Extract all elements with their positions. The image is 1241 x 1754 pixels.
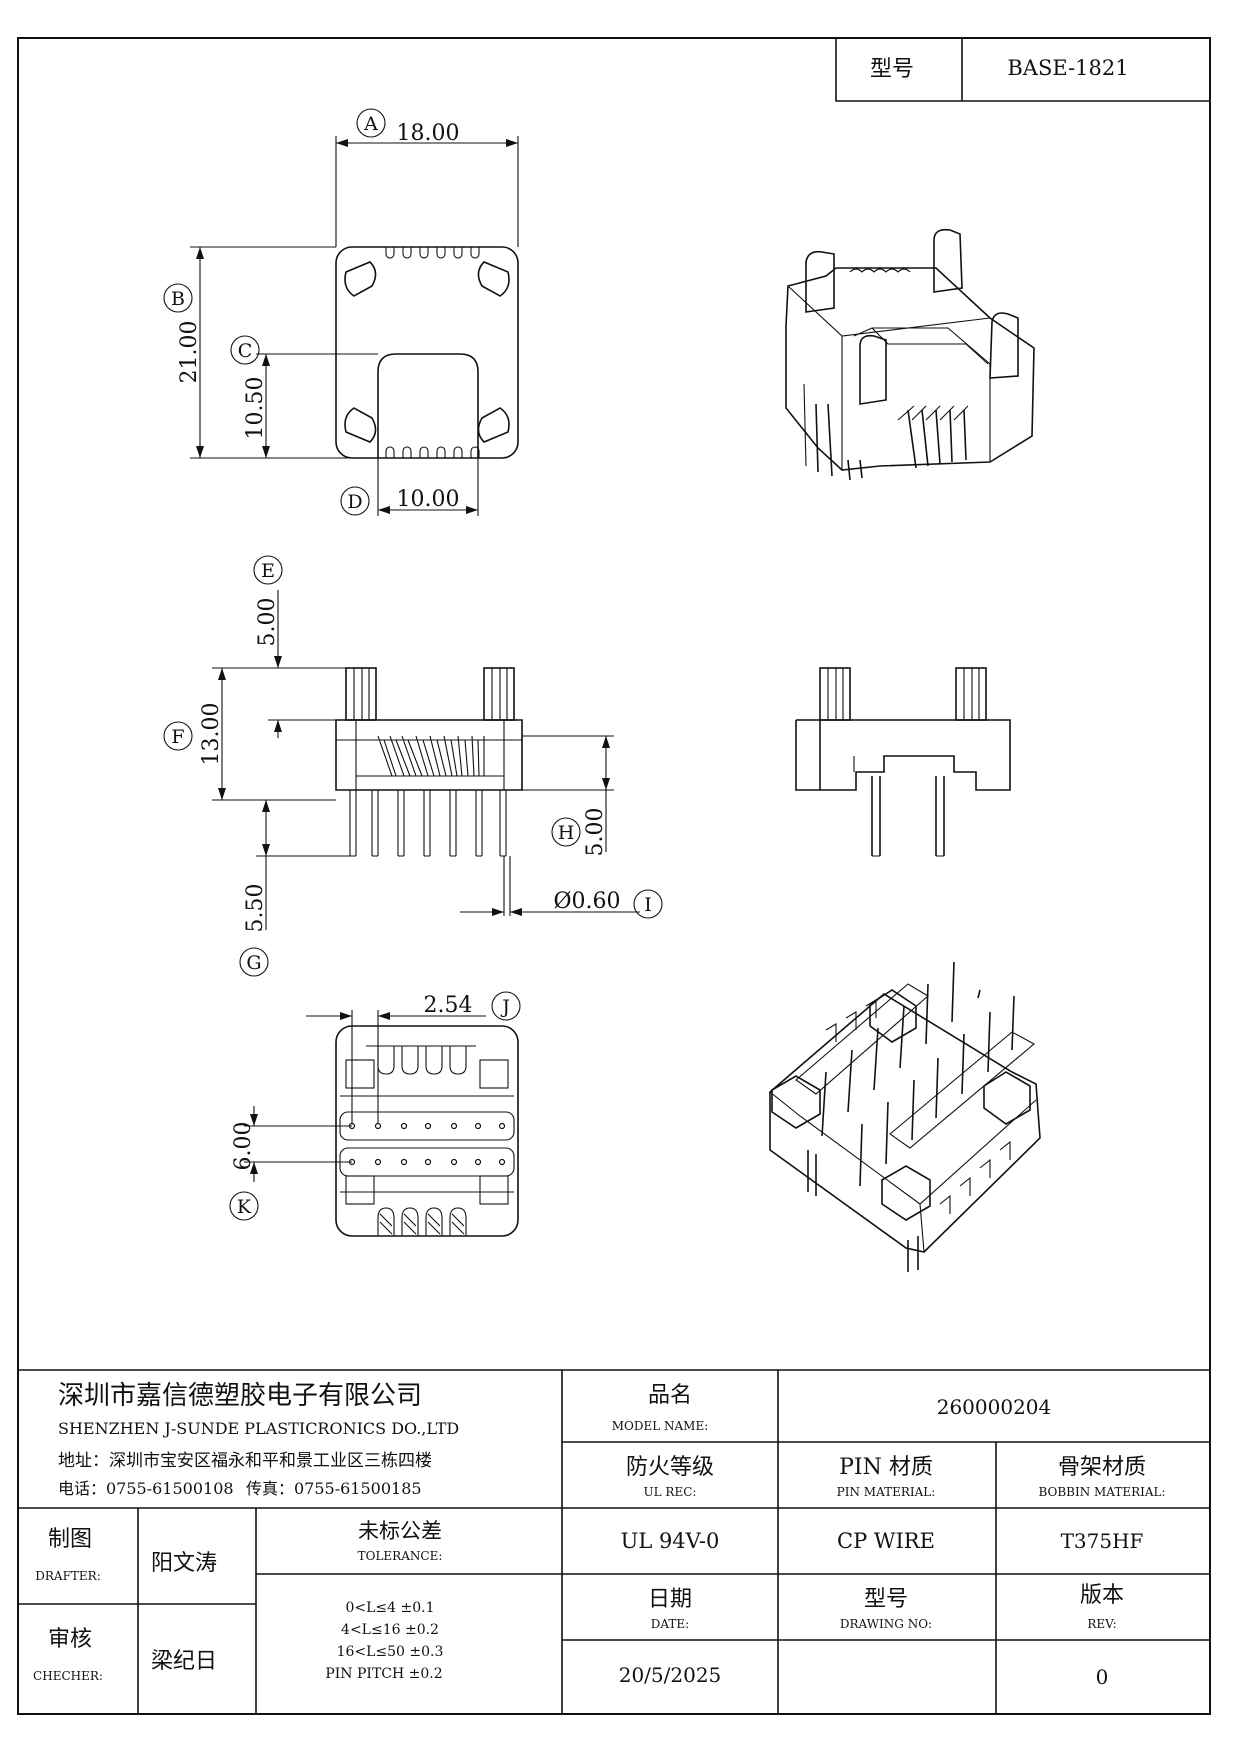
drawing-no-label: 型号	[864, 1587, 908, 1612]
drawing-frame	[17, 37, 1211, 1715]
product-name-label: 品名	[648, 1383, 692, 1408]
pin-material-label-en: PIN MATERIAL:	[837, 1485, 936, 1499]
dim-a-value: 18.00	[397, 121, 460, 146]
dim-d-value: 10.00	[397, 487, 460, 512]
header-box: 型号 BASE-1821	[835, 38, 1210, 102]
bubble-b: B	[171, 288, 185, 310]
isometric-view-bottom	[769, 961, 1041, 1272]
bubble-j: J	[500, 996, 510, 1018]
bubble-f: F	[171, 726, 184, 748]
date-value: 20/5/2025	[619, 1663, 722, 1687]
pin-material-label: PIN 材质	[839, 1455, 933, 1480]
model-label: 型号	[870, 57, 914, 82]
dim-j-value: 2.54	[424, 993, 473, 1018]
bubble-h: H	[558, 822, 575, 844]
pin-material-value: CP WIRE	[837, 1529, 935, 1553]
fire-rating-label: 防火等级	[626, 1455, 714, 1480]
company-name-cn: 深圳市嘉信德塑胶电子有限公司	[58, 1381, 422, 1411]
dim-c-value: 10.50	[243, 377, 268, 440]
front-view: E 5.00 F 13.00 G 5.50 H 5.00 I Ø0.60	[163, 555, 663, 977]
drafter-value: 阳文涛	[151, 1551, 217, 1576]
tolerance-row: 4<L≤16 ±0.2	[341, 1622, 439, 1638]
bubble-d: D	[347, 491, 362, 513]
dim-i-value: Ø0.60	[553, 889, 620, 914]
bubble-a: A	[363, 113, 378, 135]
revision-label-en: REV:	[1087, 1617, 1116, 1631]
bobbin-material-label: 骨架材质	[1058, 1455, 1146, 1480]
tolerance-label: 未标公差	[358, 1519, 442, 1543]
bobbin-material-label-en: BOBBIN MATERIAL:	[1038, 1485, 1165, 1499]
company-info: 深圳市嘉信德塑胶电子有限公司 SHENZHEN J-SUNDE PLASTICR…	[58, 1381, 459, 1498]
bubble-k: K	[237, 1196, 252, 1218]
checker-label: 审核	[48, 1627, 92, 1652]
dim-k-value: 6.00	[231, 1122, 256, 1171]
company-fax: 传真：0755-61500185	[246, 1479, 422, 1498]
dim-f-value: 13.00	[199, 703, 224, 766]
tolerance-row: 16<L≤50 ±0.3	[337, 1644, 444, 1660]
date-label-en: DATE:	[651, 1617, 689, 1631]
revision-label: 版本	[1080, 1583, 1124, 1608]
bubble-e: E	[261, 560, 275, 582]
bubble-g: G	[246, 952, 261, 974]
date-label: 日期	[648, 1587, 692, 1612]
product-name-value: 260000204	[937, 1395, 1052, 1419]
bubble-i: I	[644, 894, 652, 916]
company-phone: 电话：0755-61500108	[58, 1479, 234, 1498]
revision-value: 0	[1096, 1665, 1109, 1689]
company-name-en: SHENZHEN J-SUNDE PLASTICRONICS DO.,LTD	[58, 1419, 459, 1438]
fire-rating-label-en: UL REC:	[644, 1485, 697, 1499]
checker-value: 梁纪日	[151, 1649, 217, 1674]
bobbin-material-value: T375HF	[1061, 1529, 1144, 1553]
dim-g-value: 5.50	[243, 884, 268, 933]
dim-e-value: 5.00	[255, 598, 280, 647]
tolerance-list: 0<L≤4 ±0.1 4<L≤16 ±0.2 16<L≤50 ±0.3 PIN …	[325, 1600, 443, 1682]
isometric-view-top	[785, 228, 1035, 481]
company-address: 地址：深圳市宝安区福永和平和景工业区三栋四楼	[58, 1451, 432, 1471]
title-block	[18, 1369, 1210, 1714]
tolerance-row: 0<L≤4 ±0.1	[345, 1600, 434, 1616]
tolerance-label-en: TOLERANCE:	[358, 1549, 443, 1563]
model-value: BASE-1821	[1007, 56, 1128, 80]
checker-label-en: CHECHER:	[33, 1669, 103, 1683]
product-name-label-en: MODEL NAME:	[612, 1419, 709, 1433]
dim-b-value: 21.00	[177, 321, 202, 384]
dim-h-value: 5.00	[583, 808, 608, 857]
fire-rating-value: UL 94V-0	[621, 1529, 720, 1553]
bubble-c: C	[238, 340, 253, 362]
bottom-view: J 2.54 K 6.00	[229, 991, 521, 1237]
drafter-label: 制图	[48, 1527, 92, 1552]
side-view	[795, 667, 1011, 857]
drawing-no-label-en: DRAWING NO:	[840, 1617, 932, 1631]
top-view: A 18.00 B 21.00 C 10.50 D 10.00	[163, 108, 519, 516]
tolerance-row: PIN PITCH ±0.2	[325, 1666, 442, 1682]
drafter-label-en: DRAFTER:	[35, 1569, 101, 1583]
